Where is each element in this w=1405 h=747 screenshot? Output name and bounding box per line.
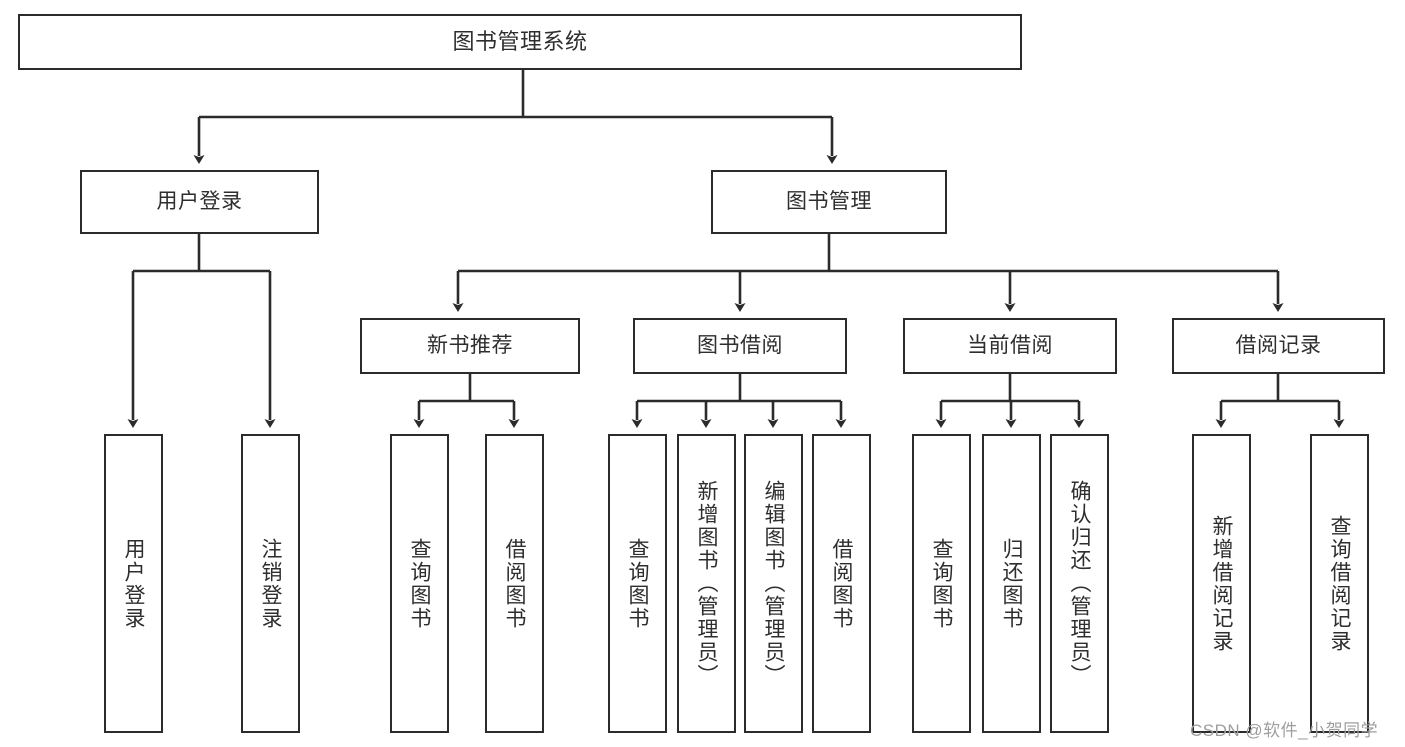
node-leaf-query-book-3[interactable]: 查询图书 [912, 434, 971, 733]
node-leaf-query-book-2[interactable]: 查询图书 [608, 434, 667, 733]
node-leaf-logout-label: 注销登录 [259, 537, 282, 630]
node-leaf-borrow-book-2[interactable]: 借阅图书 [812, 434, 871, 733]
node-current-borrow-label: 当前借阅 [967, 334, 1053, 358]
node-user-login[interactable]: 用户登录 [80, 170, 319, 234]
node-book-manage[interactable]: 图书管理 [711, 170, 947, 234]
csdn-watermark: CSDN @软件_小贺同学 [1190, 721, 1379, 740]
node-leaf-user-login[interactable]: 用户登录 [104, 434, 163, 733]
node-leaf-logout[interactable]: 注销登录 [241, 434, 300, 733]
node-root-label: 图书管理系统 [452, 28, 588, 54]
node-current-borrow[interactable]: 当前借阅 [903, 318, 1117, 374]
node-leaf-return-book-label: 归还图书 [1000, 537, 1023, 630]
node-leaf-borrow-book-2-label: 借阅图书 [830, 537, 853, 630]
node-leaf-query-book-1[interactable]: 查询图书 [390, 434, 449, 733]
node-new-book-rec[interactable]: 新书推荐 [360, 318, 580, 374]
node-new-book-rec-label: 新书推荐 [427, 334, 513, 358]
node-leaf-borrow-book-1[interactable]: 借阅图书 [485, 434, 544, 733]
node-leaf-query-book-1-label: 查询图书 [408, 537, 431, 630]
node-leaf-query-book-2-label: 查询图书 [626, 537, 649, 630]
node-leaf-borrow-book-1-label: 借阅图书 [503, 537, 526, 630]
node-borrow-record[interactable]: 借阅记录 [1172, 318, 1385, 374]
node-leaf-add-book[interactable]: 新增图书（管理员） [677, 434, 736, 733]
node-leaf-query-book-3-label: 查询图书 [930, 537, 953, 630]
node-user-login-label: 用户登录 [156, 190, 243, 214]
node-leaf-user-login-label: 用户登录 [122, 537, 145, 630]
node-leaf-edit-book-label: 编辑图书（管理员） [762, 480, 785, 687]
node-leaf-confirm-return-label: 确认归还（管理员） [1068, 480, 1091, 687]
node-book-manage-label: 图书管理 [786, 190, 872, 214]
node-leaf-add-record[interactable]: 新增借阅记录 [1192, 434, 1251, 733]
node-book-borrow-label: 图书借阅 [697, 334, 783, 358]
node-leaf-edit-book[interactable]: 编辑图书（管理员） [744, 434, 803, 733]
node-leaf-query-record[interactable]: 查询借阅记录 [1310, 434, 1369, 733]
node-leaf-return-book[interactable]: 归还图书 [982, 434, 1041, 733]
node-leaf-add-record-label: 新增借阅记录 [1210, 514, 1233, 653]
node-leaf-query-record-label: 查询借阅记录 [1328, 514, 1351, 653]
node-borrow-record-label: 借阅记录 [1235, 334, 1322, 358]
node-leaf-add-book-label: 新增图书（管理员） [695, 480, 718, 687]
node-leaf-confirm-return[interactable]: 确认归还（管理员） [1050, 434, 1109, 733]
node-book-borrow[interactable]: 图书借阅 [633, 318, 847, 374]
node-root[interactable]: 图书管理系统 [18, 14, 1022, 70]
